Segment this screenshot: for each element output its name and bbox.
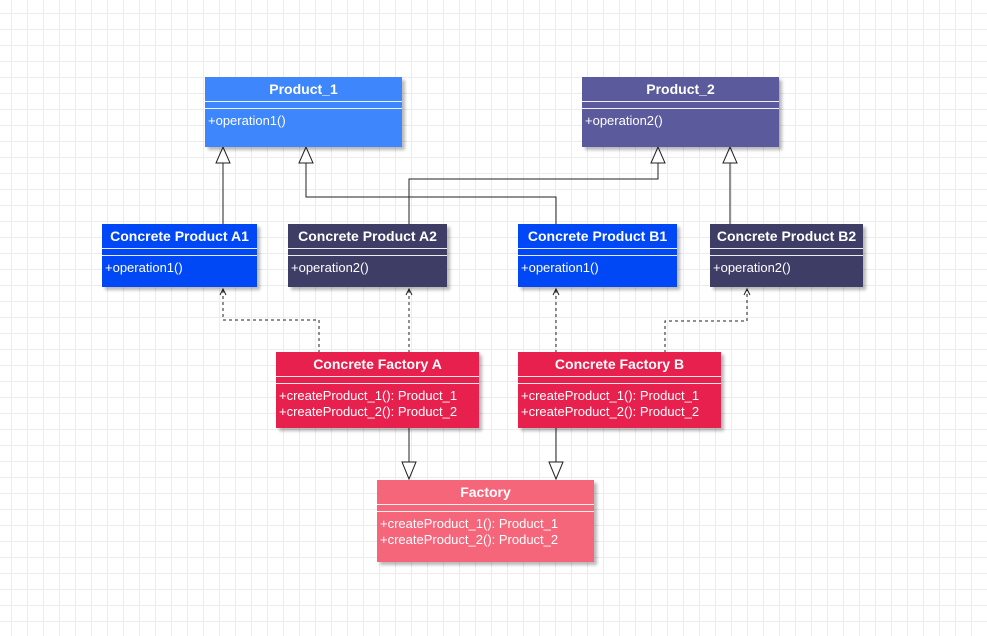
class-divider (518, 383, 721, 384)
class-methods: +operation2() (710, 256, 863, 276)
class-methods: +operation1() (205, 109, 402, 129)
class-name: Concrete Product A1 (110, 228, 249, 244)
class-divider (276, 376, 479, 377)
dependency-factory-b-to-b2 (664, 290, 748, 353)
class-method: +createProduct_1(): Product_1 (380, 516, 559, 531)
class-divider (518, 248, 677, 249)
inheritance-arrowhead-icon (548, 461, 564, 481)
class-divider (377, 511, 594, 512)
class-concrete-product-a2[interactable]: Concrete Product A2 +operation2() (288, 224, 447, 287)
class-methods: +createProduct_1(): Product_1 +createPro… (518, 384, 721, 420)
class-divider (710, 248, 863, 249)
inheritance-arrowhead-icon (650, 145, 666, 164)
inheritance-b1-to-product-1 (305, 163, 557, 226)
class-methods: +createProduct_1(): Product_1 +createPro… (276, 384, 479, 420)
dependency-arrowhead-icon (219, 287, 227, 296)
class-divider (377, 504, 594, 505)
class-method: +createProduct_2(): Product_2 (521, 404, 700, 419)
class-methods: +operation2() (288, 256, 447, 276)
class-name: Product_2 (646, 81, 715, 97)
class-methods: +operation2() (582, 109, 779, 129)
inheritance-arrowhead-icon (722, 145, 738, 164)
class-divider (582, 101, 779, 102)
class-method: +operation1() (521, 260, 599, 275)
inheritance-a2-to-product-2 (408, 163, 659, 226)
class-method: +operation2() (585, 113, 663, 128)
class-method: +operation1() (208, 113, 286, 128)
class-name: Concrete Factory A (313, 356, 442, 372)
class-concrete-product-a1[interactable]: Concrete Product A1 +operation1() (102, 224, 257, 287)
class-methods: +operation1() (102, 256, 257, 276)
class-divider (276, 383, 479, 384)
class-divider (288, 248, 447, 249)
class-method: +createProduct_1(): Product_1 (279, 388, 458, 403)
class-method: +createProduct_2(): Product_2 (380, 532, 559, 547)
class-concrete-product-b2[interactable]: Concrete Product B2 +operation2() (710, 224, 863, 287)
class-divider (518, 255, 677, 256)
class-divider (518, 376, 721, 377)
class-method: +operation1() (105, 260, 183, 275)
class-divider (205, 108, 402, 109)
class-divider (102, 255, 257, 256)
class-product-1[interactable]: Product_1 +operation1() (205, 77, 402, 147)
class-name: Concrete Product B2 (716, 228, 857, 244)
dependency-factory-a-to-a1 (222, 290, 320, 353)
class-divider (710, 255, 863, 256)
class-method: +createProduct_2(): Product_2 (279, 404, 458, 419)
inheritance-arrowhead-icon (215, 145, 231, 164)
dependency-arrowhead-icon (552, 287, 560, 296)
inheritance-arrowhead-icon (298, 145, 314, 164)
class-factory[interactable]: Factory +createProduct_1(): Product_1 +c… (377, 480, 594, 562)
class-name: Concrete Product A2 (298, 228, 437, 244)
class-name: Concrete Product B1 (527, 228, 668, 244)
class-divider (205, 101, 402, 102)
dependency-arrowhead-icon (405, 287, 413, 296)
inheritance-arrowhead-icon (401, 461, 417, 481)
class-concrete-product-b1[interactable]: Concrete Product B1 +operation1() (518, 224, 677, 287)
class-concrete-factory-b[interactable]: Concrete Factory B +createProduct_1(): P… (518, 352, 721, 428)
class-method: +operation2() (291, 260, 369, 275)
class-method: +operation2() (713, 260, 791, 275)
class-name: Factory (460, 484, 511, 500)
class-methods: +createProduct_1(): Product_1 +createPro… (377, 512, 594, 548)
class-divider (102, 248, 257, 249)
class-methods: +operation1() (518, 256, 677, 276)
class-method: +createProduct_1(): Product_1 (521, 388, 700, 403)
class-divider (288, 255, 447, 256)
class-concrete-factory-a[interactable]: Concrete Factory A +createProduct_1(): P… (276, 352, 479, 428)
class-name: Concrete Factory B (554, 356, 685, 372)
dependency-arrowhead-icon (743, 287, 751, 296)
class-product-2[interactable]: Product_2 +operation2() (582, 77, 779, 147)
class-name: Product_1 (269, 81, 338, 97)
class-divider (582, 108, 779, 109)
